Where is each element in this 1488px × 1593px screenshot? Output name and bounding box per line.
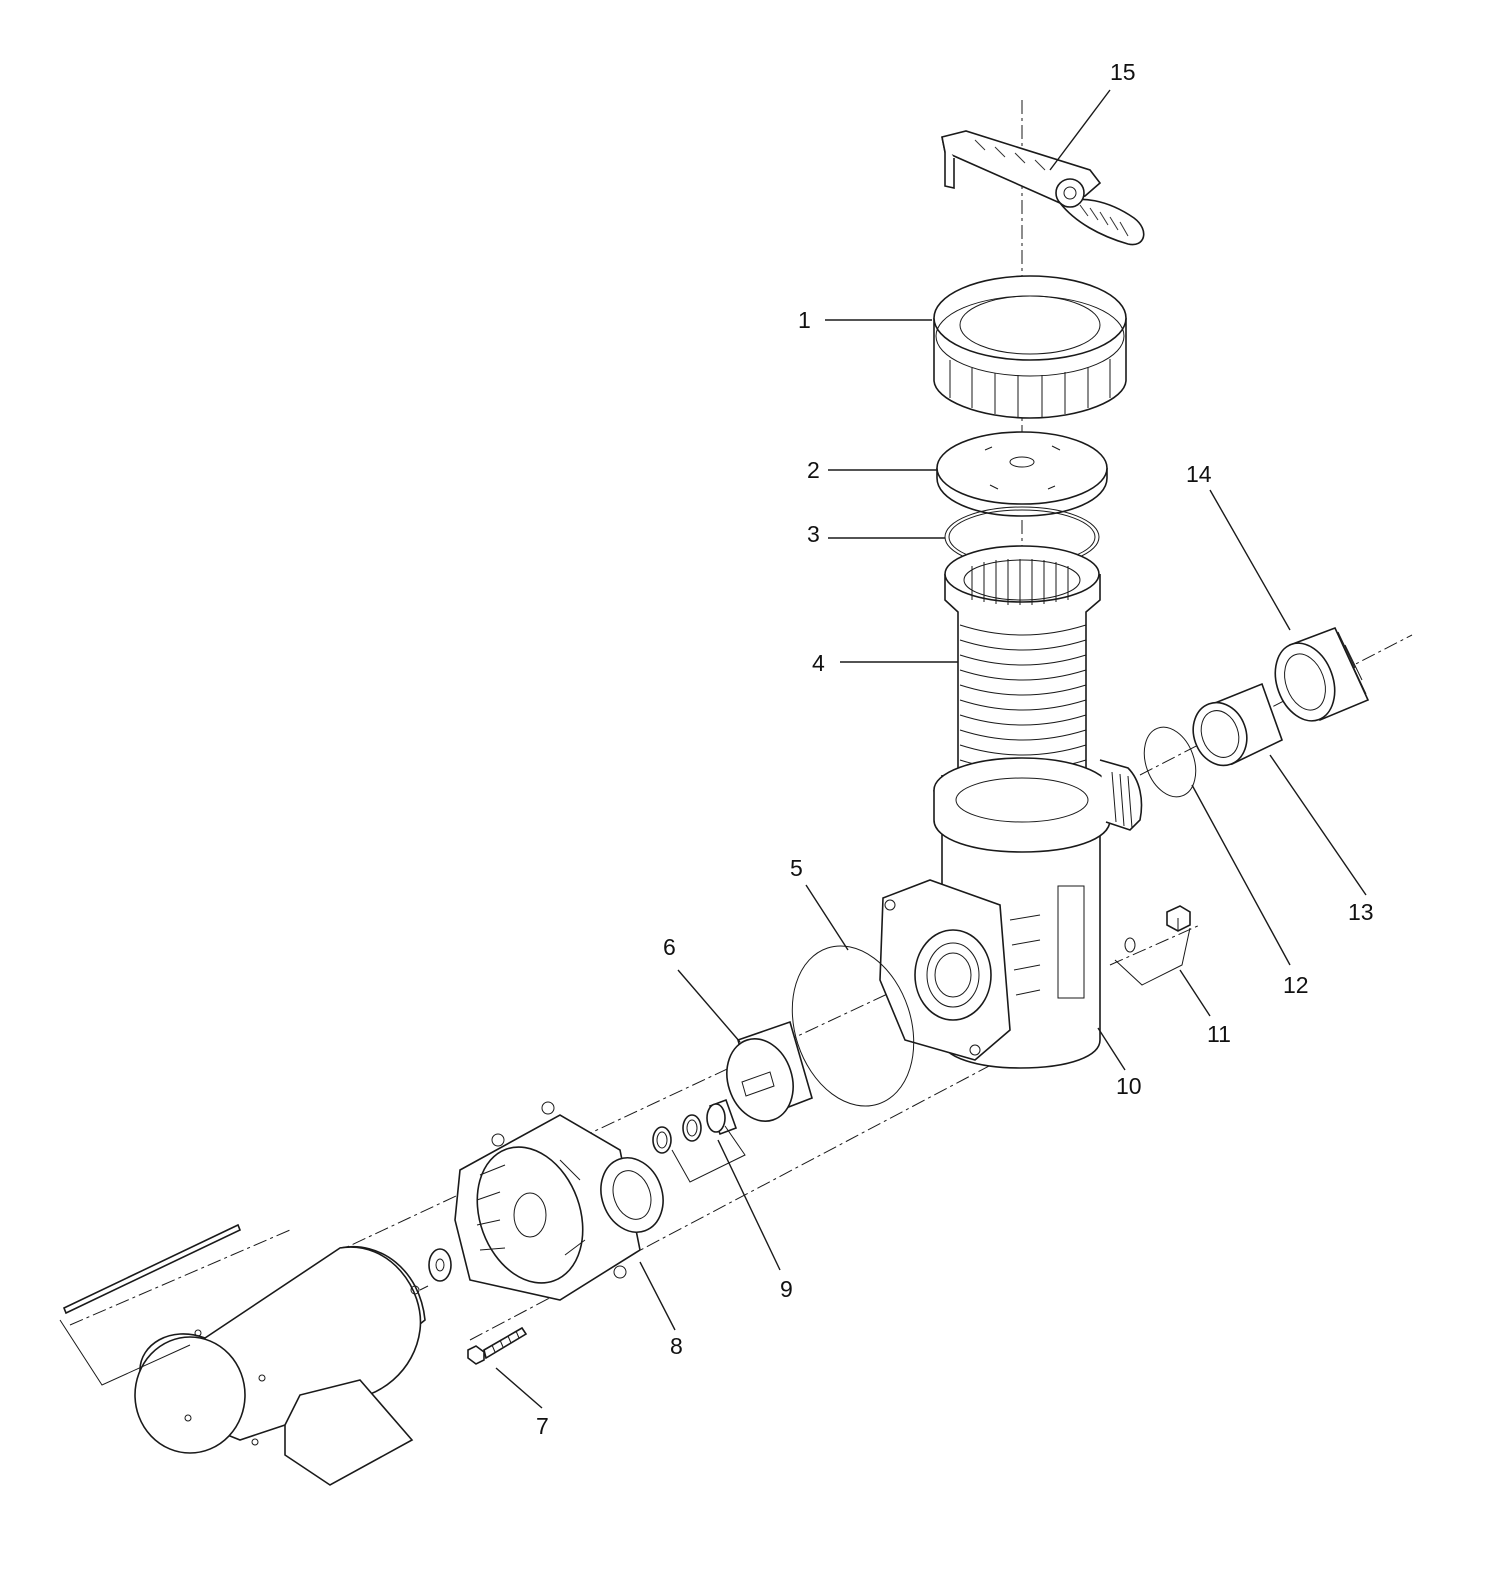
callout-6: 6 xyxy=(663,934,676,960)
part-6-impeller xyxy=(726,1020,813,1122)
callout-7: 7 xyxy=(536,1413,549,1439)
part-14-union-nut xyxy=(1274,626,1370,722)
part-13-union-tail xyxy=(1192,682,1283,767)
callout-12: 12 xyxy=(1283,972,1309,998)
part-10-pump-housing xyxy=(879,757,1143,1069)
callout-2: 2 xyxy=(807,457,820,483)
callout-1: 1 xyxy=(798,307,811,333)
callout-labels: 15 1 2 3 14 4 13 5 6 12 11 10 9 8 7 xyxy=(536,59,1374,1439)
part-15-lid-wrench xyxy=(941,130,1145,246)
callout-11: 11 xyxy=(1207,1021,1231,1047)
part-7-bolt xyxy=(467,1326,528,1365)
part-8-seal-plate xyxy=(428,1101,664,1301)
part-4-strainer-basket xyxy=(944,545,1101,791)
callout-8: 8 xyxy=(670,1333,683,1359)
callout-5: 5 xyxy=(790,855,803,881)
callout-13: 13 xyxy=(1348,899,1374,925)
motor xyxy=(62,1223,429,1486)
part-2-strainer-cover xyxy=(936,431,1108,517)
callout-4: 4 xyxy=(812,650,825,676)
callout-9: 9 xyxy=(780,1276,793,1302)
part-1-locking-ring xyxy=(933,275,1127,419)
callout-10: 10 xyxy=(1116,1073,1142,1099)
callout-14: 14 xyxy=(1186,461,1212,487)
part-5-diffuser-o-ring xyxy=(791,945,915,1107)
leader-lines xyxy=(59,89,1367,1409)
part-12-union-o-ring xyxy=(1143,726,1197,798)
callout-15: 15 xyxy=(1110,59,1136,85)
callout-3: 3 xyxy=(807,521,820,547)
part-9-shaft-seal xyxy=(652,1098,746,1183)
part-11-drain-plug xyxy=(1124,905,1191,953)
